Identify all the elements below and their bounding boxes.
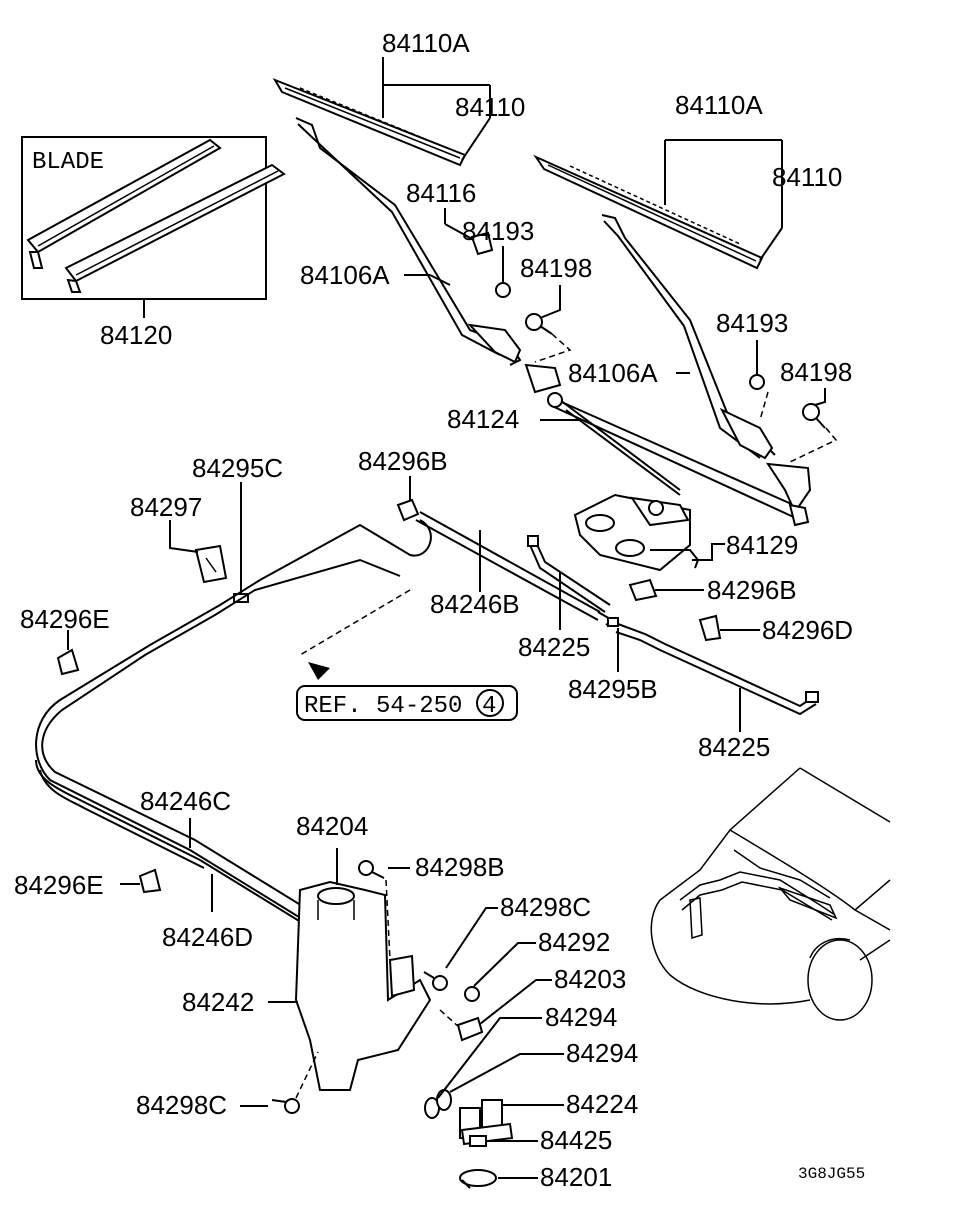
clip-84297 — [194, 544, 228, 584]
bolt-84198-left — [525, 313, 553, 335]
label-84246C: 84246C — [140, 786, 231, 816]
arrow-icon — [308, 662, 330, 680]
clip-84296E-top — [56, 648, 80, 676]
label-84296E-top: 84296E — [20, 604, 110, 634]
bolt-84298C-left — [271, 1098, 300, 1114]
label-84193-left: 84193 — [462, 216, 534, 246]
label-84297: 84297 — [130, 492, 202, 522]
label-84120: 84120 — [100, 320, 172, 350]
car-front-sketch — [650, 767, 891, 1021]
joint-84295B — [607, 617, 619, 627]
label-84129: 84129 — [726, 530, 798, 560]
clip-84296B-top — [396, 498, 420, 522]
label-84242: 84242 — [182, 987, 254, 1017]
label-84110-left: 84110 — [455, 92, 525, 122]
label-84110-right: 84110 — [772, 162, 842, 192]
blade-inset-title: BLADE — [32, 149, 104, 176]
label-84106A-left: 84106A — [300, 260, 390, 290]
label-84204: 84204 — [296, 811, 368, 841]
label-84193-right: 84193 — [716, 308, 788, 338]
label-84294-b: 84294 — [566, 1038, 638, 1068]
label-84294-a: 84294 — [545, 1002, 617, 1032]
blade-refill-drawing — [26, 138, 286, 293]
right-wiper-arm — [601, 214, 776, 460]
label-84298B: 84298B — [415, 852, 505, 882]
hose-84225-lower — [615, 623, 819, 716]
label-84296B-top: 84296B — [358, 446, 448, 476]
label-84298C-right: 84298C — [500, 892, 591, 922]
label-84295B: 84295B — [568, 674, 658, 704]
label-84224: 84224 — [566, 1089, 638, 1119]
label-84198-left: 84198 — [520, 253, 592, 283]
clip-84296D — [698, 614, 722, 642]
nut-84193-right — [749, 374, 765, 390]
clip-84296B-mid — [628, 578, 658, 602]
bolt-84198-right — [802, 403, 826, 429]
label-84292: 84292 — [538, 927, 610, 957]
label-84298C-left: 84298C — [136, 1090, 227, 1120]
connector-84425 — [469, 1135, 487, 1147]
label-84124: 84124 — [447, 404, 519, 434]
bracket-84203 — [456, 1016, 484, 1042]
wiper-linkage-84124 — [524, 363, 812, 527]
arm-cap-84116 — [470, 231, 494, 256]
ref-box: REF. 54-250 4 — [296, 685, 518, 721]
label-84296E-low: 84296E — [14, 870, 104, 900]
blade-inset: BLADE — [21, 136, 286, 300]
label-84425: 84425 — [540, 1125, 612, 1155]
clamp-84201 — [459, 1169, 497, 1189]
label-84296B-mid: 84296B — [707, 575, 797, 605]
ref-circle-number: 4 — [482, 693, 496, 720]
label-84246B: 84246B — [430, 589, 520, 619]
label-84225-low: 84225 — [698, 732, 770, 762]
clip-84296E-low — [138, 868, 162, 894]
nut-84292 — [464, 986, 480, 1002]
label-84116: 84116 — [406, 178, 476, 208]
label-84225-mid: 84225 — [518, 632, 590, 662]
hose-84225-upper — [527, 535, 611, 613]
label-84295C: 84295C — [192, 453, 283, 483]
label-84110A-left: 84110A — [382, 28, 470, 58]
diagram-code: 3G8JG55 — [798, 1165, 865, 1183]
hose-main-run — [35, 519, 432, 986]
washer-tank-84242 — [294, 880, 432, 1091]
wiper-motor-84129 — [573, 493, 700, 572]
bolt-84298C-right — [423, 971, 448, 991]
label-84106A-right: 84106A — [568, 358, 658, 388]
label-84296D: 84296D — [762, 615, 853, 645]
label-84201: 84201 — [540, 1162, 612, 1192]
label-84203: 84203 — [554, 964, 626, 994]
left-wiper-arm — [295, 117, 522, 366]
grommet-84294-b — [436, 1089, 452, 1111]
left-wiper-blade — [272, 78, 467, 167]
label-84110A-right: 84110A — [675, 90, 763, 120]
right-wiper-blade — [533, 154, 764, 270]
label-84246D: 84246D — [162, 922, 253, 952]
nut-84193-left — [495, 282, 511, 298]
ref-label: REF. 54-250 — [304, 693, 462, 720]
bolt-84298B — [358, 860, 385, 879]
label-84198-right: 84198 — [780, 357, 852, 387]
